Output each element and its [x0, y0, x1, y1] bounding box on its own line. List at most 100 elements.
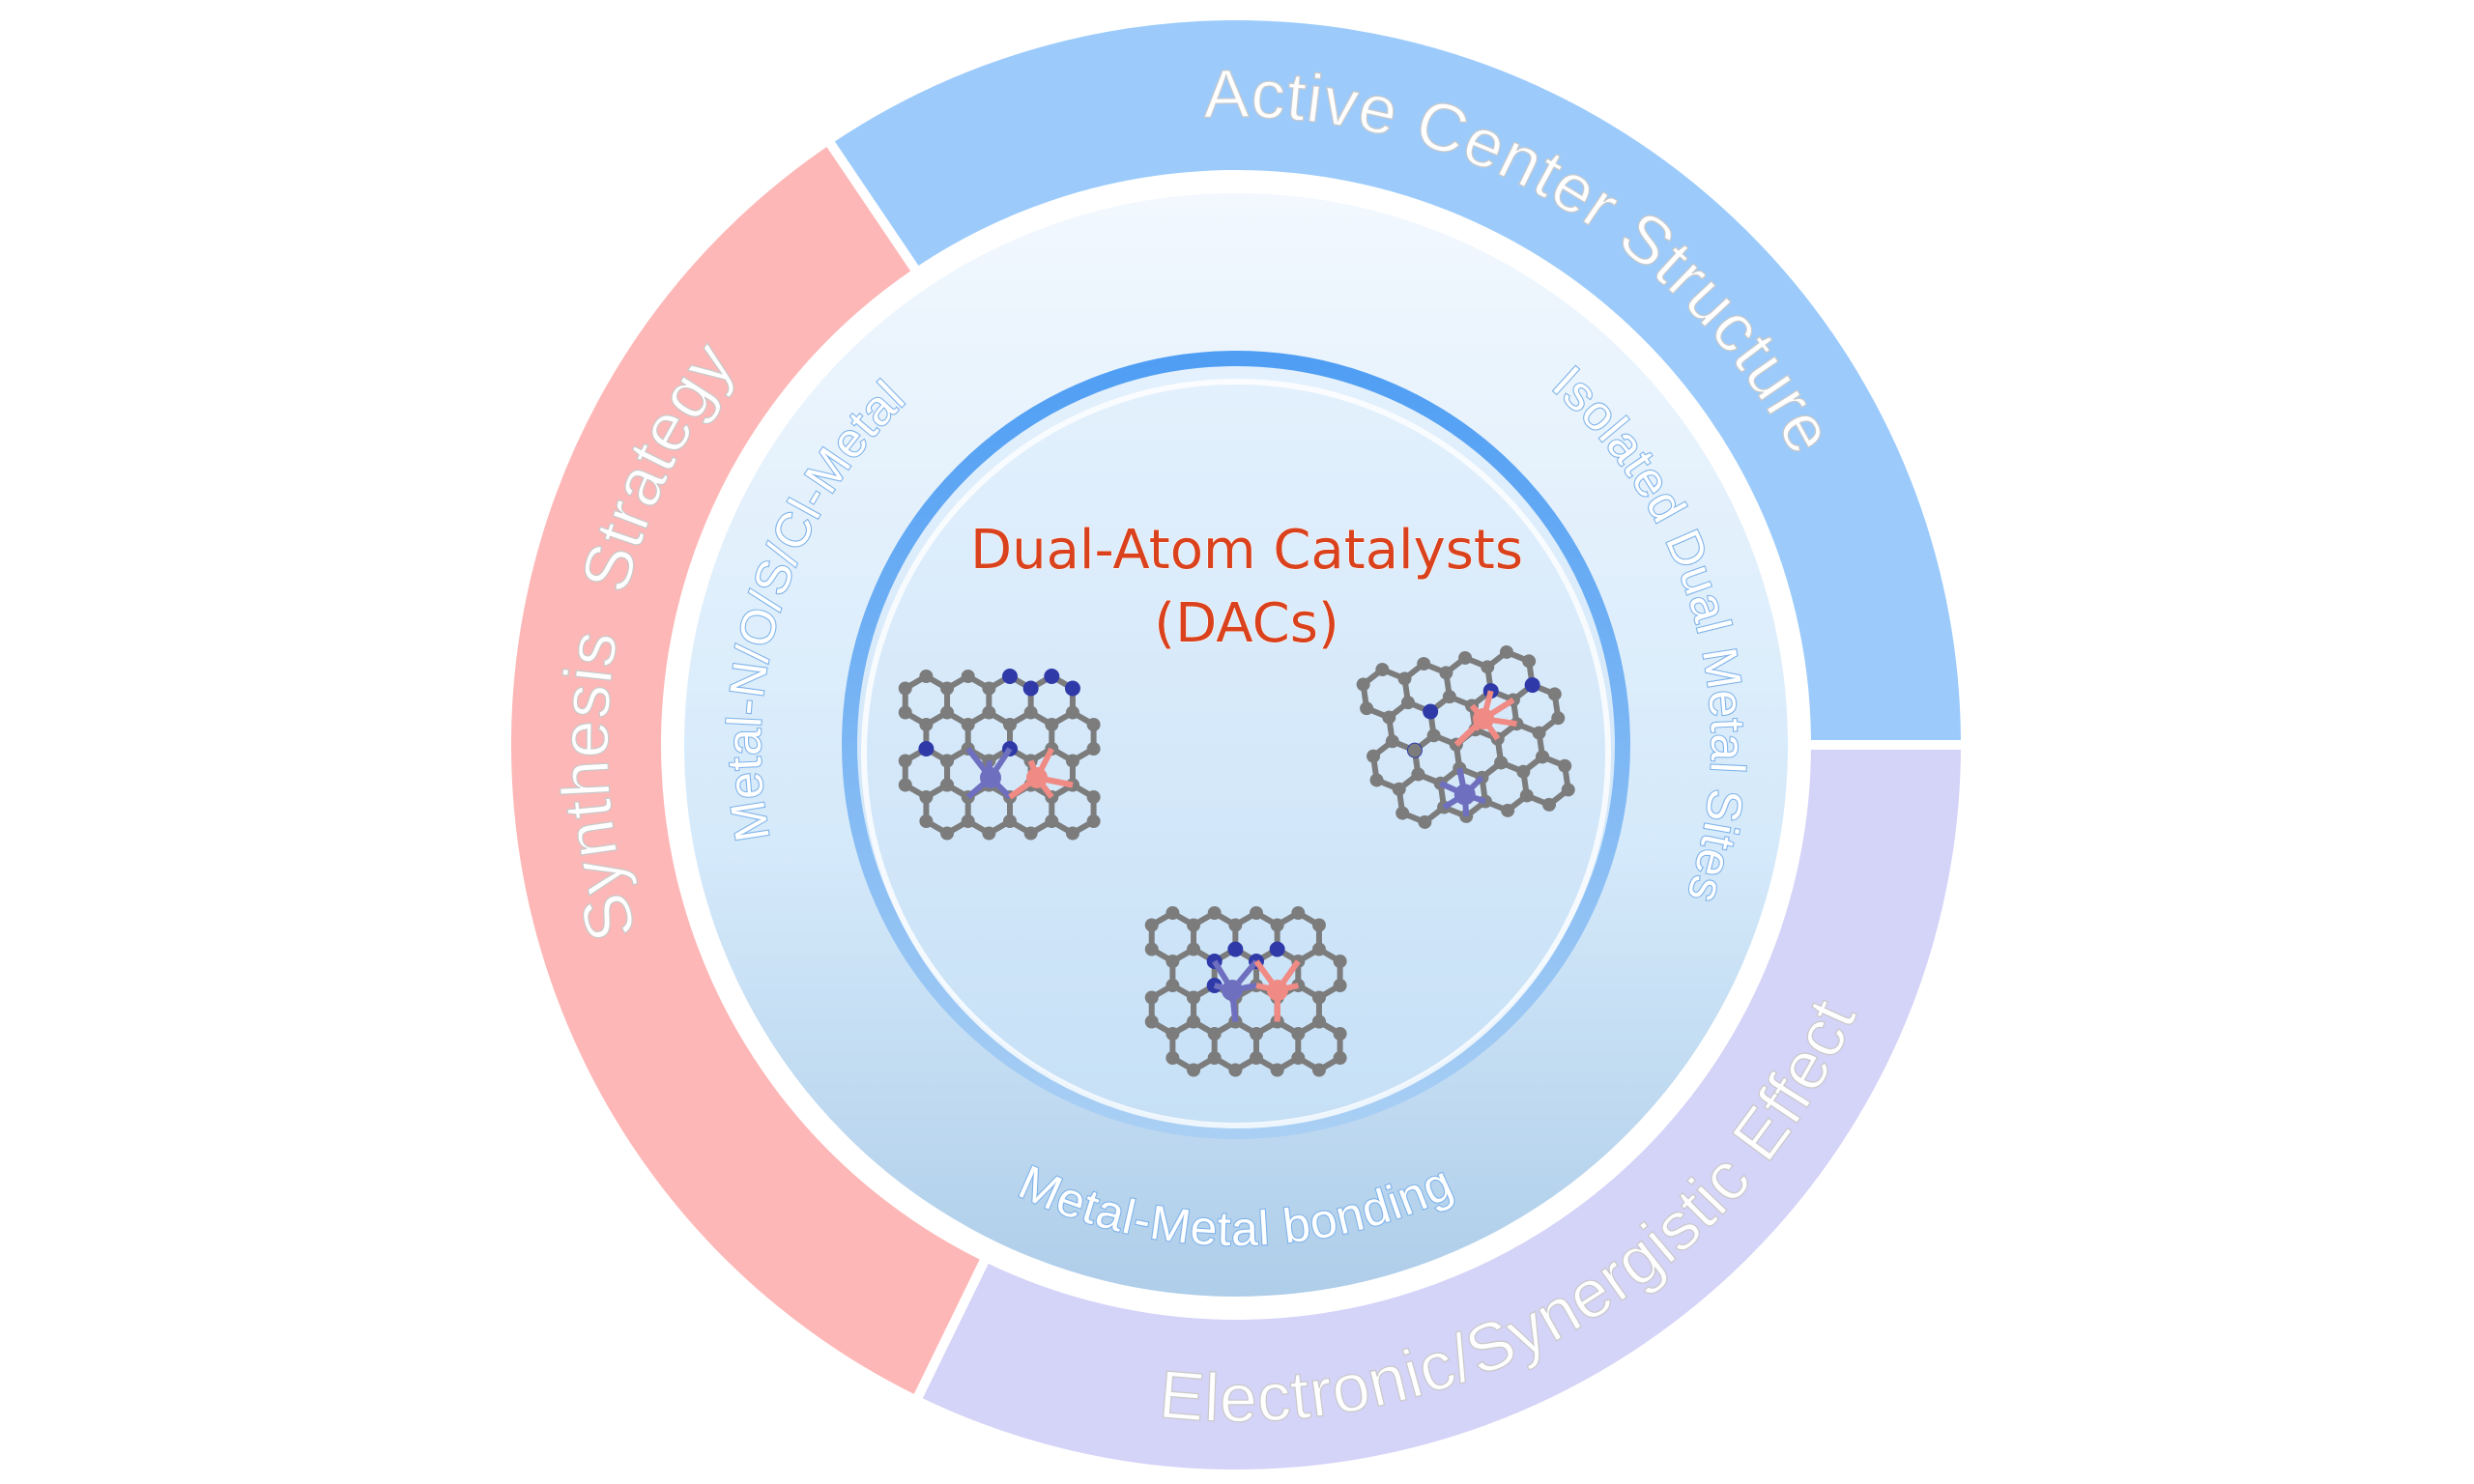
carbon-atom: [1187, 1014, 1201, 1029]
carbon-atom: [1522, 654, 1537, 669]
nitrogen-atom: [1227, 941, 1244, 957]
carbon-atom: [1411, 767, 1425, 782]
carbon-atom: [1187, 1063, 1201, 1077]
carbon-atom: [1536, 750, 1550, 764]
carbon-atom: [919, 718, 934, 731]
metal-atom-b: [1453, 784, 1476, 806]
segment-electronic-synergistic-effect: [909, 740, 1971, 1479]
carbon-atom: [1311, 1014, 1326, 1029]
carbon-atom: [1558, 758, 1572, 773]
carbon-atom: [961, 718, 975, 731]
molecule-structure-right: [1356, 644, 1575, 829]
carbon-atom: [1023, 705, 1038, 720]
carbon-atom: [1494, 756, 1509, 770]
carbon-atom: [1165, 979, 1180, 992]
carbon-atom: [1228, 918, 1243, 932]
nitrogen-atom: [1002, 669, 1018, 684]
carbon-atom: [1333, 955, 1347, 968]
center-title-line2: (DACs): [1154, 592, 1338, 655]
carbon-atom: [1417, 656, 1431, 671]
carbon-atom: [1532, 726, 1546, 740]
carbon-atom: [1366, 749, 1381, 763]
carbon-atom: [1439, 666, 1453, 680]
metal-atom-b: [980, 767, 1001, 788]
carbon-atom: [1385, 734, 1399, 749]
carbon-atom: [1165, 1027, 1180, 1041]
carbon-atom: [1086, 790, 1101, 804]
molecule-structure-left: [898, 669, 1101, 841]
carbon-atom: [1311, 942, 1326, 956]
carbon-atom: [1065, 754, 1079, 768]
carbon-atom: [982, 681, 996, 696]
carbon-atom: [1207, 1027, 1222, 1041]
carbon-atom: [1045, 814, 1059, 828]
carbon-atom: [1065, 705, 1079, 720]
carbon-atom: [1065, 826, 1079, 841]
carbon-atom: [1086, 718, 1101, 731]
carbon-atom: [1250, 906, 1263, 920]
carbon-atom: [1003, 718, 1017, 731]
carbon-atom: [1392, 782, 1406, 796]
carbon-atom: [1045, 718, 1059, 731]
carbon-atom: [1291, 906, 1306, 920]
metal-atom-a: [1026, 767, 1048, 788]
carbon-atom: [898, 681, 912, 696]
carbon-atom: [1228, 1063, 1243, 1077]
carbon-atom: [940, 754, 955, 768]
carbon-atom: [961, 670, 975, 683]
center-title-line1: Dual-Atom Catalysts: [970, 519, 1523, 582]
carbon-atom: [1311, 918, 1326, 932]
carbon-atom: [1291, 1027, 1306, 1041]
carbon-atom: [1397, 671, 1412, 686]
carbon-atom: [1144, 990, 1159, 1005]
carbon-atom: [1561, 783, 1575, 797]
carbon-atom: [1547, 687, 1562, 701]
carbon-atom: [1086, 814, 1101, 828]
carbon-atom: [1333, 1027, 1347, 1041]
carbon-atom: [1375, 663, 1390, 677]
nitrogen-atom: [1524, 677, 1540, 694]
carbon-atom: [1551, 711, 1566, 726]
carbon-atom: [1481, 660, 1495, 674]
carbon-atom: [982, 826, 996, 841]
carbon-atom: [1395, 806, 1410, 820]
carbon-atom: [1250, 1051, 1263, 1065]
carbon-atom: [919, 790, 934, 804]
carbon-atom: [898, 778, 912, 792]
carbon-atom: [940, 705, 955, 720]
carbon-atom: [1207, 906, 1222, 920]
nitrogen-atom: [1044, 669, 1060, 684]
carbon-atom: [1144, 942, 1159, 956]
metal-atom-a: [1267, 980, 1288, 1001]
carbon-atom: [1270, 1063, 1284, 1077]
carbon-atom: [1360, 701, 1374, 716]
carbon-atom: [982, 705, 996, 720]
molecule-structure-bottom: [1144, 906, 1347, 1077]
carbon-atom: [1311, 990, 1326, 1005]
carbon-atom: [898, 705, 912, 720]
center-circle-highlight: [861, 379, 1611, 1128]
carbon-atom: [1144, 1014, 1159, 1029]
segment-synthesis-strategy: [502, 133, 993, 1408]
metal-atom-b: [1222, 980, 1243, 1001]
nitrogen-atom: [1269, 941, 1285, 957]
carbon-atom: [1519, 788, 1534, 803]
carbon-atom: [961, 814, 975, 828]
carbon-atom: [1144, 918, 1159, 932]
carbon-atom: [1501, 803, 1515, 817]
carbon-atom: [1187, 942, 1201, 956]
carbon-atom: [1165, 906, 1180, 920]
carbon-atom: [1333, 1051, 1347, 1065]
carbon-atom: [898, 754, 912, 768]
carbon-atom: [919, 814, 934, 828]
carbon-atom: [1426, 728, 1441, 743]
carbon-atom: [1369, 773, 1384, 787]
carbon-atom: [1270, 918, 1284, 932]
carbon-atom: [1442, 690, 1456, 704]
nitrogen-atom: [1064, 680, 1080, 697]
carbon-atom: [1458, 650, 1473, 665]
carbon-atom: [1382, 710, 1396, 725]
carbon-atom: [940, 778, 955, 792]
segment-active-center-structure: [820, 11, 1971, 750]
